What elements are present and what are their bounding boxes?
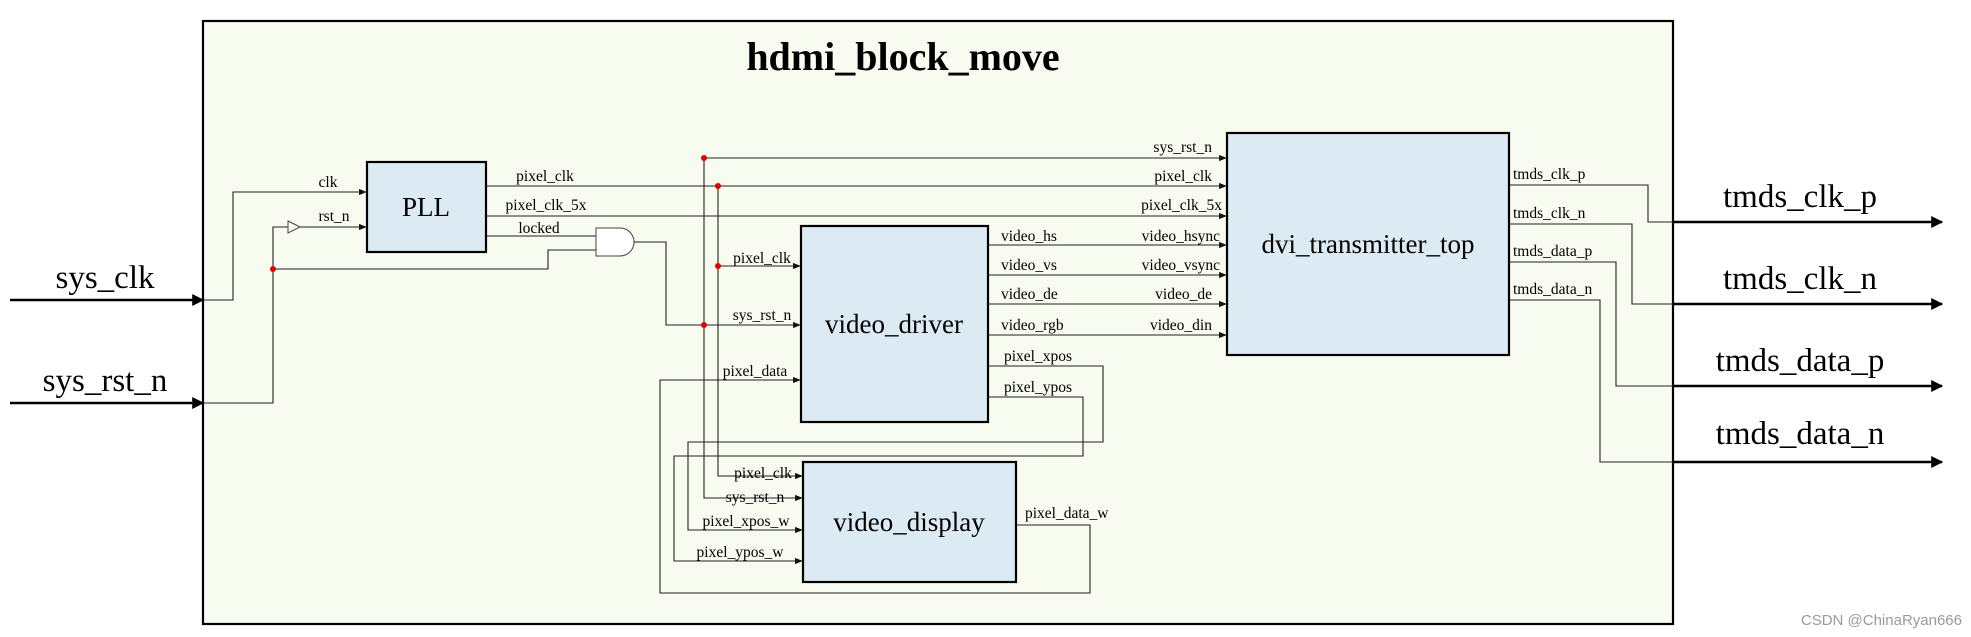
vdisp-in-pixel-xpos-w: pixel_xpos_w: [703, 513, 791, 530]
watermark: CSDN @ChinaRyan666: [1801, 612, 1962, 629]
tmds-clk-p-output: tmds_clk_p: [1673, 179, 1944, 228]
dvi-in-video-hsync: video_hsync: [1142, 228, 1220, 245]
vd-out-video-vs: video_vs: [1001, 257, 1057, 274]
tmds-data-n-label: tmds_data_n: [1716, 416, 1885, 452]
junction-rst-net-dot: [701, 155, 707, 161]
tmds-clk-p-label: tmds_clk_p: [1723, 179, 1877, 215]
pll-out-pixel-clk-5x: pixel_clk_5x: [506, 197, 587, 214]
sys-rst-n-label: sys_rst_n: [43, 363, 168, 399]
pll-in-rst-n: rst_n: [319, 208, 350, 225]
pll-out-pixel-clk: pixel_clk: [516, 168, 574, 185]
vdisp-in-pixel-clk: pixel_clk: [734, 465, 792, 482]
tmds-data-p-output: tmds_data_p: [1673, 343, 1944, 392]
vd-in-sys-rst-n: sys_rst_n: [733, 307, 792, 324]
dvi-out-tmds-clk-p: tmds_clk_p: [1513, 166, 1586, 183]
vd-out-video-rgb: video_rgb: [1001, 317, 1064, 334]
vdisp-in-pixel-ypos-w: pixel_ypos_w: [697, 544, 785, 561]
junction-rst-driver-dot: [701, 322, 707, 328]
junction-clk-net-dot: [715, 183, 721, 189]
dvi-out-tmds-clk-n: tmds_clk_n: [1513, 205, 1586, 222]
and-gate-icon: [595, 227, 635, 257]
video-driver-block: video_driver: [799, 224, 990, 424]
pll-port-labels: clk rst_n pixel_clk pixel_clk_5x locked: [319, 168, 587, 237]
junction-clk-driver-dot: [715, 263, 721, 269]
junction-rst-dot: [270, 266, 276, 272]
video-display-port-labels: pixel_clk sys_rst_n pixel_xpos_w pixel_y…: [697, 465, 1110, 561]
dvi-in-video-din: video_din: [1150, 317, 1212, 334]
dvi-port-labels: sys_rst_n pixel_clk pixel_clk_5x video_h…: [1141, 139, 1592, 334]
tmds-clk-n-output: tmds_clk_n: [1673, 261, 1944, 310]
tmds-clk-n-label: tmds_clk_n: [1723, 261, 1877, 297]
sys-rst-n-input: sys_rst_n: [10, 363, 205, 409]
pll-in-clk: clk: [319, 174, 338, 191]
pll-out-locked: locked: [518, 220, 560, 237]
video-driver-name: video_driver: [825, 309, 963, 339]
dvi-in-pixel-clk: pixel_clk: [1154, 168, 1212, 185]
tmds-data-n-output: tmds_data_n: [1673, 416, 1944, 468]
vd-in-pixel-clk: pixel_clk: [733, 250, 791, 267]
sys-clk-input: sys_clk: [10, 260, 205, 306]
video-driver-port-labels: pixel_clk sys_rst_n pixel_data video_hs …: [723, 228, 1072, 396]
vd-out-video-de: video_de: [1001, 286, 1058, 303]
wires: [203, 154, 1673, 594]
pll-block: PLL: [365, 160, 488, 254]
vdisp-out-pixel-data-w: pixel_data_w: [1025, 505, 1109, 522]
tmds-data-p-label: tmds_data_p: [1716, 343, 1885, 379]
dvi-out-tmds-data-n: tmds_data_n: [1513, 281, 1592, 298]
vdisp-in-sys-rst-n: sys_rst_n: [726, 489, 785, 506]
top-module-title: hdmi_block_move: [746, 34, 1059, 79]
vd-in-pixel-data: pixel_data: [723, 363, 788, 380]
vd-out-pixel-ypos: pixel_ypos: [1004, 379, 1072, 396]
dvi-out-tmds-data-p: tmds_data_p: [1513, 243, 1592, 260]
dvi-transmitter-block: dvi_transmitter_top: [1225, 131, 1511, 357]
dvi-in-pixel-clk-5x: pixel_clk_5x: [1141, 197, 1222, 214]
pll-name: PLL: [402, 192, 450, 222]
vd-out-pixel-xpos: pixel_xpos: [1004, 348, 1072, 365]
dvi-in-video-vsync: video_vsync: [1142, 257, 1220, 274]
dvi-in-video-de: video_de: [1155, 286, 1212, 303]
video-display-block: video_display: [801, 460, 1018, 584]
sys-clk-label: sys_clk: [56, 260, 156, 296]
dvi-in-sys-rst-n: sys_rst_n: [1153, 139, 1212, 156]
video-display-name: video_display: [833, 507, 985, 537]
vd-out-video-hs: video_hs: [1001, 228, 1057, 245]
dvi-transmitter-name: dvi_transmitter_top: [1262, 229, 1475, 259]
